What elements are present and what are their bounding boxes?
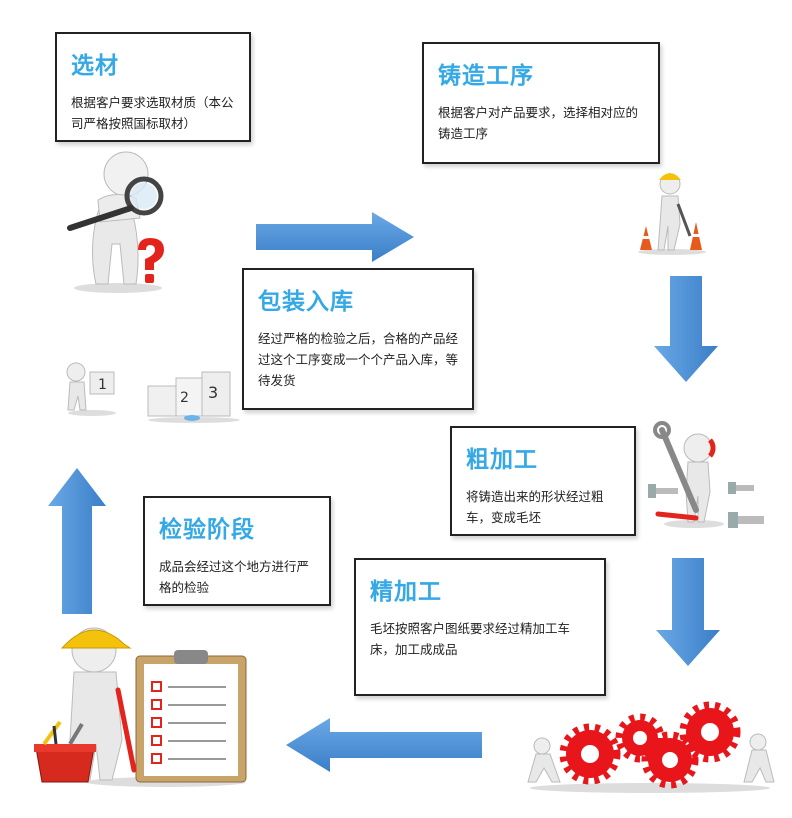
arrow-up — [48, 468, 106, 614]
figure-with-blocks-icon: 1 — [66, 362, 116, 416]
bolt-icon — [648, 482, 764, 528]
arrow-down — [654, 276, 718, 382]
step-title: 粗加工 — [466, 447, 538, 473]
svg-text:2: 2 — [180, 390, 189, 406]
magnifier-figure-icon — [67, 151, 164, 293]
step-desc: 成品会经过这个地方进行严格的检验 — [159, 559, 310, 595]
step-title: 精加工 — [370, 579, 442, 605]
step-title: 选材 — [71, 53, 119, 79]
svg-text:3: 3 — [208, 383, 218, 402]
step-title: 包装入库 — [258, 289, 354, 315]
worker-cone-icon — [638, 173, 706, 255]
step-desc: 根据客户对产品要求，选择相对应的铸造工序 — [438, 105, 639, 141]
step-packing: 包装入库 经过严格的检验之后，合格的产品经过这个工序变成一个个产品入库，等待发货 — [242, 268, 474, 410]
step-inspection: 检验阶段 成品会经过这个地方进行严格的检验 — [143, 496, 331, 606]
step-desc: 经过严格的检验之后，合格的产品经过这个工序变成一个个产品入库，等待发货 — [258, 331, 459, 388]
step-select-material: 选材 根据客户要求选取材质（本公司严格按照国标取材） — [55, 32, 251, 142]
podium-icon: 2 3 — [147, 371, 240, 423]
gear-figures-icon — [527, 701, 775, 793]
wrench-figure-icon — [653, 421, 724, 528]
toolbox-icon — [34, 720, 96, 783]
step-title: 铸造工序 — [438, 63, 534, 89]
question-mark-icon — [138, 238, 164, 283]
step-finish-machining: 精加工 毛坯按照客户图纸要求经过精加工车床，加工成成品 — [354, 558, 606, 696]
svg-text:1: 1 — [98, 377, 107, 393]
arrow-left — [286, 718, 482, 772]
step-desc: 毛坯按照客户图纸要求经过精加工车床，加工成成品 — [370, 621, 571, 657]
step-desc: 将铸造出来的形状经过粗车，变成毛坯 — [466, 489, 604, 525]
step-rough-machining: 粗加工 将铸造出来的形状经过粗车，变成毛坯 — [450, 426, 636, 536]
arrow-right — [256, 212, 414, 262]
arrow-down — [656, 558, 720, 666]
step-title: 检验阶段 — [159, 517, 255, 543]
step-desc: 根据客户要求选取材质（本公司严格按照国标取材） — [71, 95, 234, 131]
step-casting: 铸造工序 根据客户对产品要求，选择相对应的铸造工序 — [422, 42, 660, 164]
inspector-clipboard-icon — [60, 627, 247, 787]
